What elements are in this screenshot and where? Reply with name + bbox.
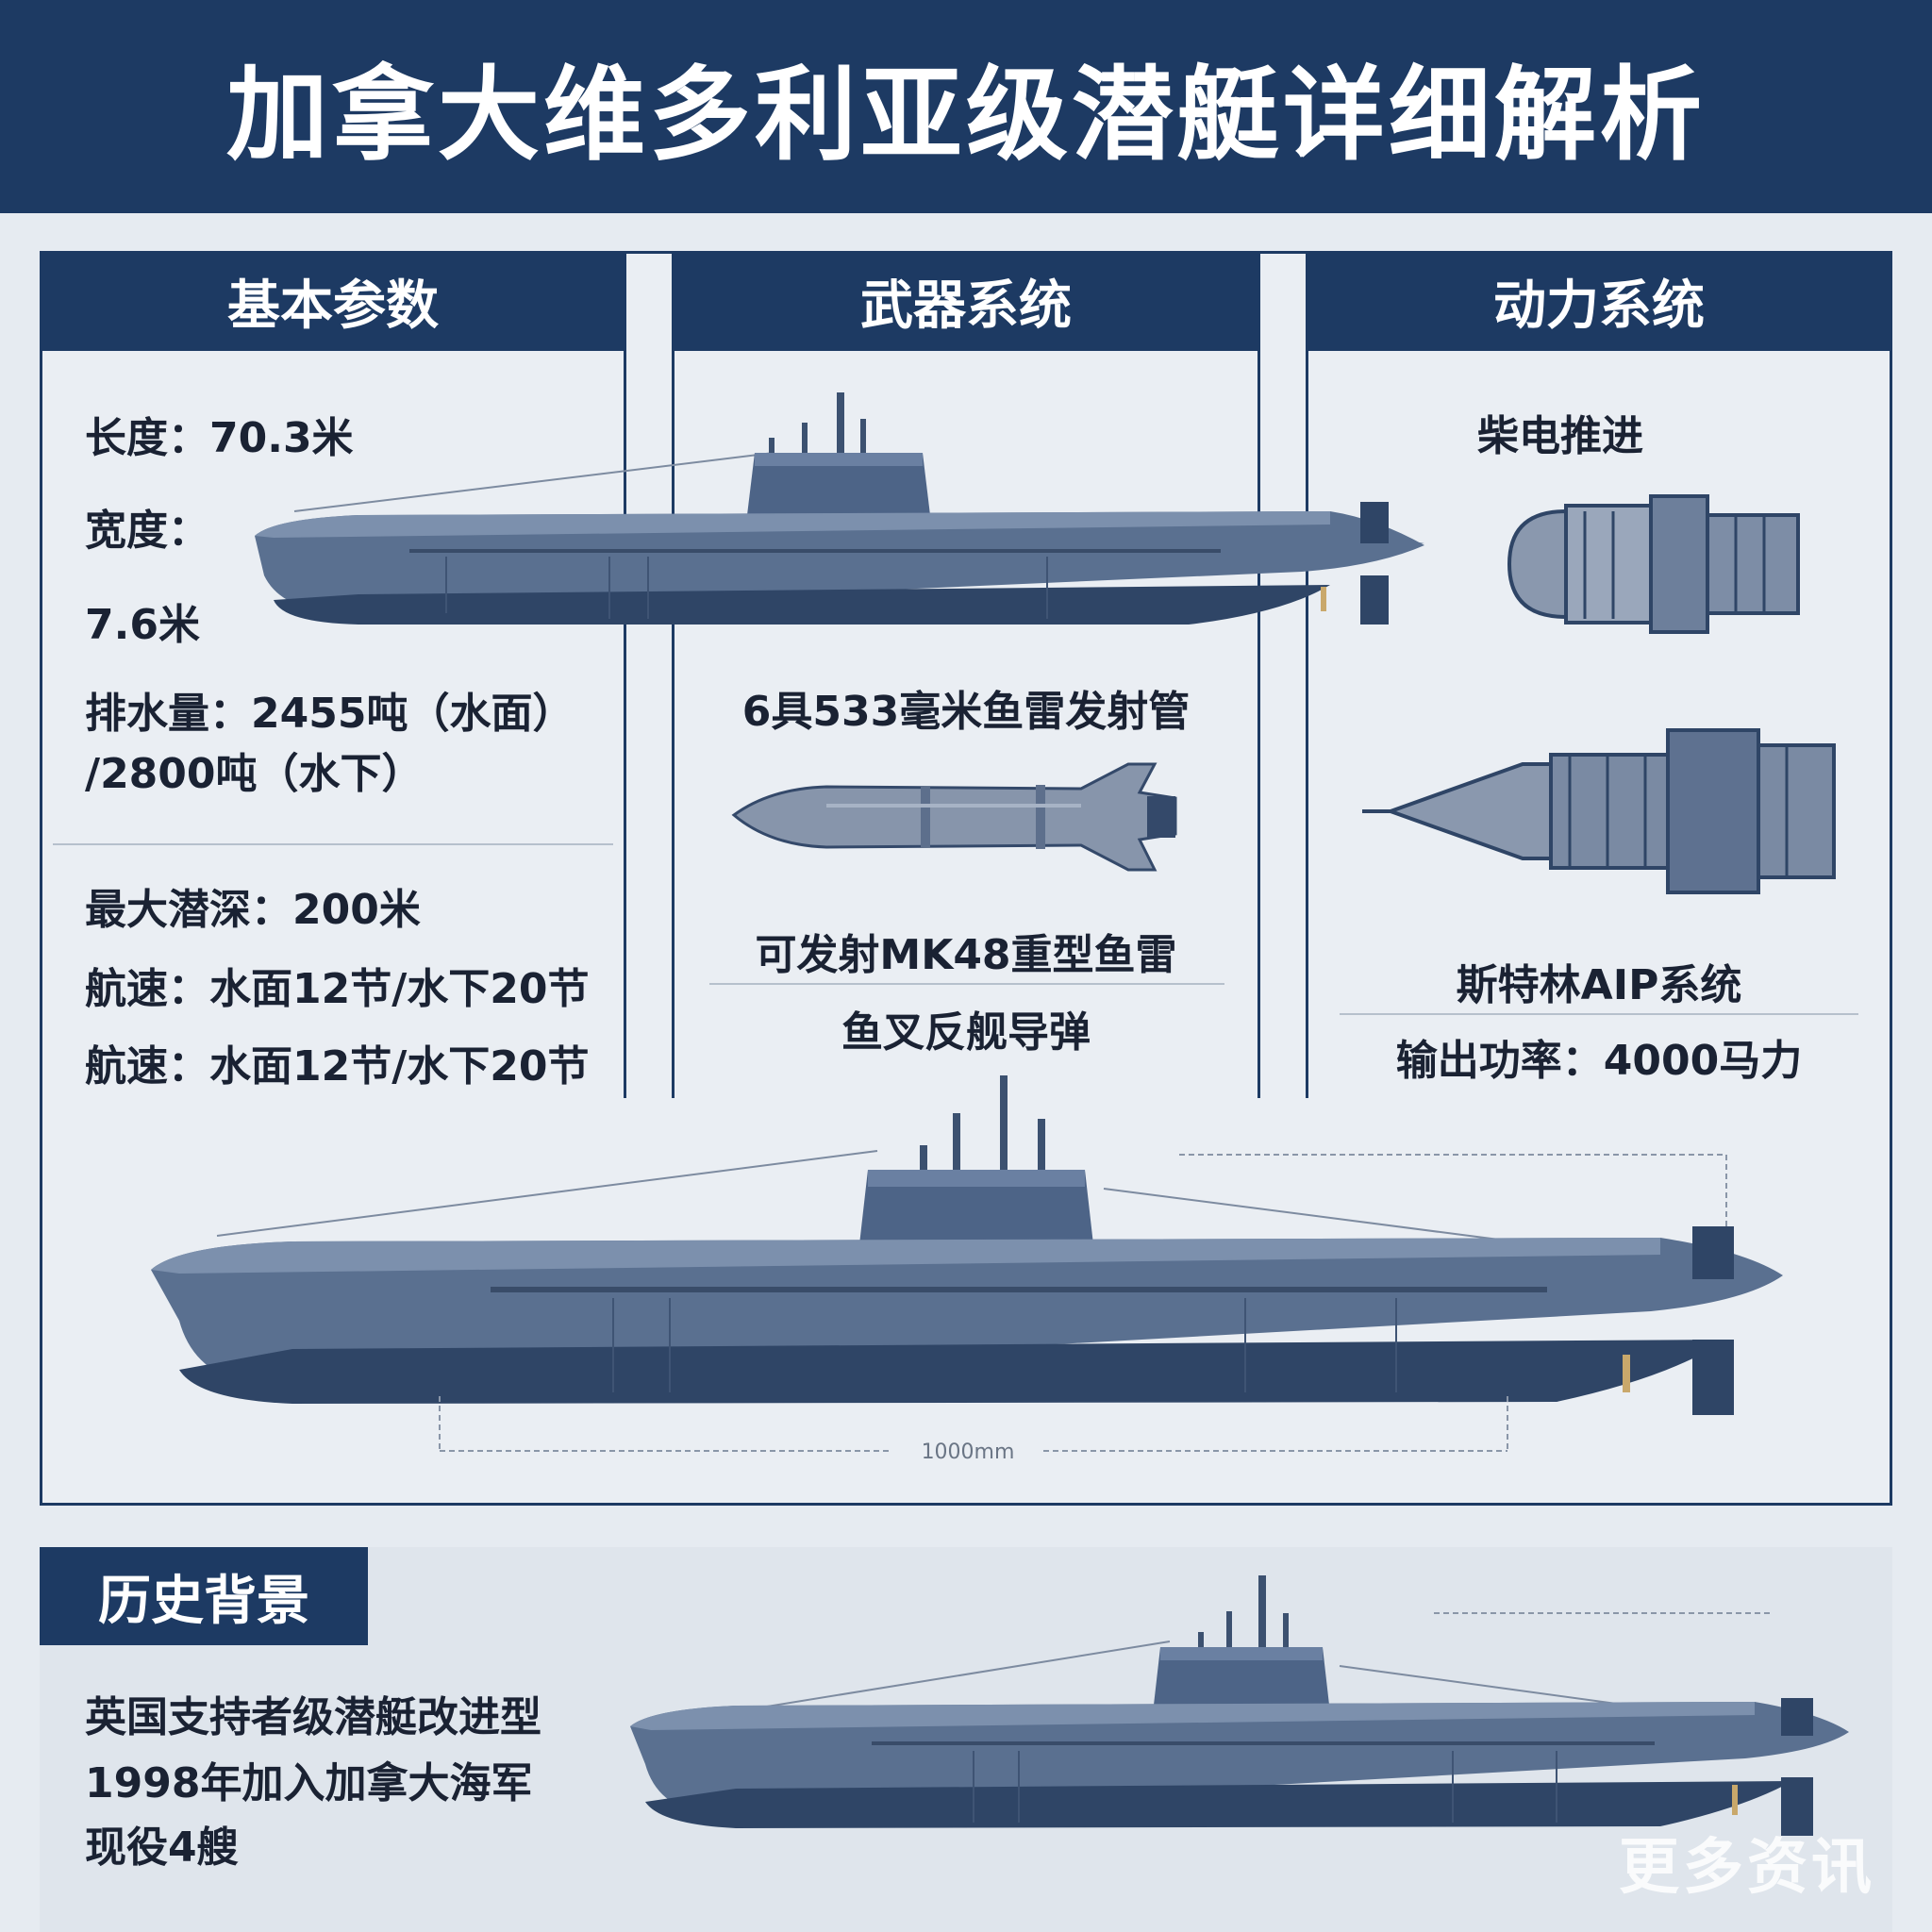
power-header: 动力系统 (1308, 251, 1890, 351)
speed-text-2: 航速：水面12节/水下20节 (85, 1042, 590, 1091)
basic-params-panel: 基本参数 (40, 251, 626, 1098)
output-text: 输出功率：4000马力 (1395, 1037, 1803, 1085)
propulsion-text: 柴电推进 (1477, 412, 1643, 460)
title-bar: 加拿大维多利亚级潜艇详细解析 (0, 0, 1932, 213)
displacement-surface: 排水量：2455吨（水面） (85, 690, 575, 738)
length-text: 长度：70.3米 (85, 414, 354, 462)
diesel-engine-illustration (1507, 494, 1800, 634)
mk48-text: 可发射MK48重型鱼雷 (755, 931, 1177, 979)
harpoon-text: 鱼叉反舰导弹 (841, 1008, 1091, 1057)
width-label: 宽度： (85, 507, 209, 555)
width-value: 7.6米 (85, 601, 200, 649)
weapons-divider (709, 983, 1224, 985)
torpedo-illustration (731, 762, 1177, 872)
basic-params-heading: 基本参数 (227, 275, 439, 337)
weapons-header: 武器系统 (675, 251, 1257, 351)
basic-params-header: 基本参数 (42, 251, 624, 351)
weapons-heading: 武器系统 (860, 275, 1072, 337)
dimension-line: 1000mm (439, 1396, 1508, 1464)
aip-text: 斯特林AIP系统 (1456, 961, 1742, 1009)
basic-divider (53, 843, 613, 845)
history-line-3: 现役4艘 (85, 1824, 239, 1872)
displacement-submerged: /2800吨（水下） (85, 750, 424, 798)
watermark: 更多资讯 (1619, 1833, 1875, 1903)
power-panel: 动力系统 (1306, 251, 1892, 1098)
power-divider (1340, 1013, 1858, 1015)
torpedo-tubes-text: 6具533毫米鱼雷发射管 (741, 688, 1191, 736)
weapons-panel: 武器系统 (672, 251, 1260, 1098)
power-heading: 动力系统 (1493, 275, 1705, 337)
speed-text-1: 航速：水面12节/水下20节 (85, 965, 590, 1013)
submarine-bottom-illustration (630, 1575, 1849, 1836)
history-heading: 历史背景 (98, 1570, 309, 1632)
aip-engine-illustration (1362, 728, 1836, 894)
history-header: 历史背景 (40, 1547, 368, 1645)
page-title: 加拿大维多利亚级潜艇详细解析 (225, 57, 1706, 175)
history-line-2: 1998年加入加拿大海军 (85, 1759, 533, 1807)
max-depth-text: 最大潜深：200米 (85, 886, 421, 934)
history-line-1: 英国支持者级潜艇改进型 (85, 1693, 541, 1741)
submarine-top-illustration (255, 392, 1424, 625)
submarine-main-illustration (151, 1075, 1783, 1415)
dimension-label: 1000mm (922, 1441, 1015, 1464)
